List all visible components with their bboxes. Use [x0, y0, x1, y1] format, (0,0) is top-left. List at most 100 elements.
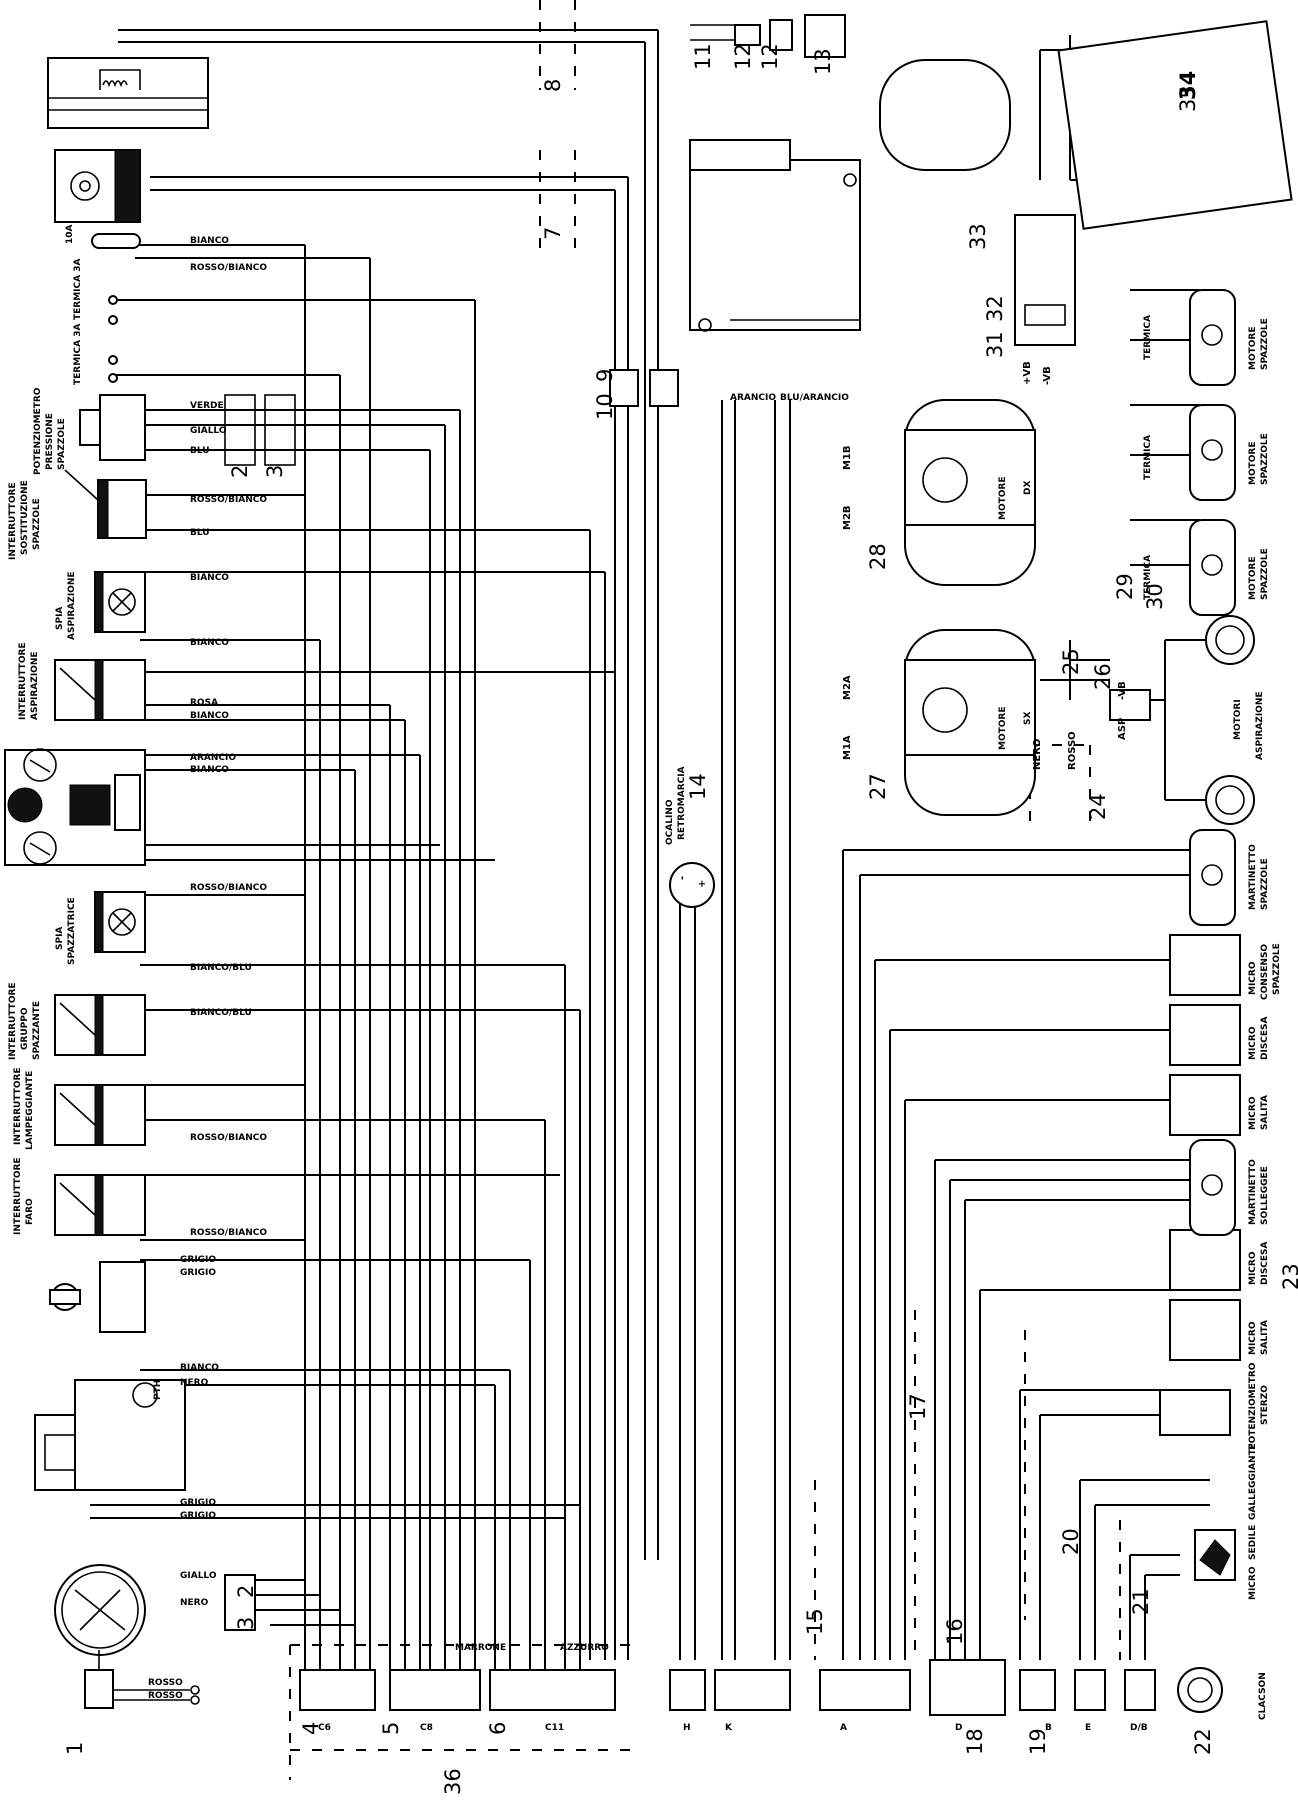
svg-text:SPAZZOLE: SPAZZOLE: [57, 418, 67, 470]
svg-text:12: 12: [731, 43, 755, 70]
svg-text:ROSSO: ROSSO: [148, 1691, 183, 1701]
svg-text:6: 6: [486, 1722, 510, 1735]
svg-text:16: 16: [943, 1618, 967, 1645]
svg-text:23: 23: [1279, 1263, 1298, 1290]
svg-text:31: 31: [983, 331, 1007, 358]
suction-indicator-lamp: SPIA ASPIRAZIONE: [55, 571, 146, 641]
svg-text:14: 14: [686, 773, 710, 800]
svg-text:ASP: ASP: [1117, 718, 1128, 740]
svg-text:A: A: [840, 1723, 847, 1733]
svg-text:ROSSO/BIANCO: ROSSO/BIANCO: [190, 1133, 267, 1143]
svg-text:H: H: [683, 1723, 691, 1733]
svg-text:MICRO: MICRO: [1248, 1251, 1258, 1285]
svg-text:BLU: BLU: [190, 446, 210, 456]
svg-text:4: 4: [299, 1722, 323, 1735]
harness-wires: [90, 29, 659, 1670]
svg-text:3: 3: [234, 1617, 258, 1630]
wire-color-labels: ROSSO ROSSO GIALLO NERO BIANCO NERO GRIG…: [148, 236, 849, 1701]
svg-text:MARTINETTO: MARTINETTO: [1248, 1159, 1258, 1225]
svg-text:24: 24: [1086, 793, 1110, 820]
svg-text:SALITA: SALITA: [1260, 1095, 1270, 1130]
svg-text:MARRONE: MARRONE: [455, 1643, 506, 1653]
svg-text:-VB: -VB: [1117, 681, 1128, 700]
svg-text:AZZURRO: AZZURRO: [560, 1643, 609, 1653]
svg-text:29: 29: [1113, 573, 1137, 600]
svg-text:GRIGIO: GRIGIO: [180, 1268, 216, 1278]
svg-text:MOTORE: MOTORE: [1248, 442, 1258, 485]
traction-motor-dx: MOTORE DX M1B M2B: [842, 399, 1036, 586]
svg-text:SX: SX: [1023, 712, 1033, 725]
dashed-boundaries: [289, 0, 1121, 1780]
svg-text:DX: DX: [1023, 481, 1033, 495]
svg-text:C11: C11: [545, 1723, 564, 1733]
svg-text:NERO: NERO: [180, 1378, 209, 1388]
headlamp-switch: INTERRUTTORE FARO: [13, 1157, 146, 1236]
svg-text:E: E: [1085, 1723, 1091, 1733]
svg-text:18: 18: [963, 1728, 987, 1755]
svg-text:TERMICA: TERMICA: [1143, 315, 1153, 360]
svg-text:PTH: PTH: [153, 1380, 163, 1400]
svg-text:30: 30: [1143, 583, 1167, 610]
svg-text:5: 5: [379, 1722, 403, 1735]
seat-microswitch: MICRO SEDILE GALLEGGIANTE: [1194, 1443, 1258, 1600]
svg-text:SPIA: SPIA: [55, 607, 65, 630]
steering-potentiometer: POTENZIOMETRO STERZO: [1159, 1362, 1270, 1450]
svg-text:32: 32: [983, 295, 1007, 322]
svg-text:MICRO: MICRO: [1248, 1321, 1258, 1355]
svg-text:GRIGIO: GRIGIO: [180, 1511, 216, 1521]
svg-text:27: 27: [866, 773, 890, 800]
svg-text:BIANCO: BIANCO: [190, 573, 229, 583]
svg-text:BIANCO: BIANCO: [190, 765, 229, 775]
svg-text:NERO: NERO: [1032, 739, 1043, 770]
svg-text:ROSSO/BIANCO: ROSSO/BIANCO: [190, 495, 267, 505]
svg-text:MOTORE: MOTORE: [998, 477, 1008, 520]
svg-text:INTERRUTTORE: INTERRUTTORE: [8, 982, 18, 1060]
svg-text:D: D: [955, 1723, 962, 1733]
svg-text:-: -: [677, 876, 688, 880]
svg-text:MOTORE: MOTORE: [1248, 557, 1258, 600]
svg-text:MOTORE: MOTORE: [998, 707, 1008, 750]
svg-text:-VB: -VB: [1042, 366, 1053, 385]
svg-text:BIANCO/BLU: BIANCO/BLU: [190, 963, 252, 973]
svg-text:MOTORE: MOTORE: [1248, 327, 1258, 370]
svg-text:ARANCIO: ARANCIO: [190, 753, 236, 763]
svg-text:28: 28: [866, 543, 890, 570]
svg-text:1: 1: [63, 1742, 87, 1755]
svg-text:BIANCO: BIANCO: [180, 1363, 219, 1373]
svg-text:SPAZZOLE: SPAZZOLE: [1260, 858, 1270, 910]
battery-connector: [84, 1650, 200, 1709]
traction-motor-sx: MOTORE SX M2A M1A: [842, 629, 1036, 816]
svg-text:2: 2: [234, 1585, 258, 1598]
svg-text:CONSENSO: CONSENSO: [1260, 944, 1270, 1000]
squeegee-actuator: MARTINETTO SOLLEGGEE: [1189, 1139, 1270, 1236]
svg-text:TERMICA: TERMICA: [1143, 435, 1153, 480]
svg-text:7: 7: [541, 227, 565, 240]
battery: 34: [1057, 20, 1293, 230]
joystick: [4, 748, 146, 866]
svg-text:MOTORI: MOTORI: [1233, 699, 1243, 740]
hour-meter: [54, 1564, 256, 1656]
brush-motors: MOTORE SPAZZOLE MOTORE SPAZZOLE MOTORE S…: [1143, 289, 1270, 616]
svg-text:SOLLEGGEE: SOLLEGGEE: [1260, 1166, 1270, 1225]
svg-text:STERZO: STERZO: [1260, 1385, 1270, 1425]
svg-text:PRESSIONE: PRESSIONE: [45, 413, 55, 470]
svg-text:BLU: BLU: [190, 528, 210, 538]
svg-text:ASPIRAZIONE: ASPIRAZIONE: [30, 652, 40, 721]
svg-text:M1A: M1A: [842, 735, 853, 760]
fuse-10a: 10A: [65, 224, 141, 249]
svg-text:SOSTITUZIONE: SOSTITUZIONE: [20, 480, 30, 555]
svg-text:SEDILE: SEDILE: [1248, 1525, 1258, 1560]
svg-text:ASPIRAZIONE: ASPIRAZIONE: [67, 572, 77, 641]
center-wires: [679, 400, 791, 1660]
callout-numbers: 1 2 3 2 3 4 5 6 7 8 9 10 11 12 12 13 14 …: [63, 43, 1298, 1795]
svg-text:GRIGIO: GRIGIO: [180, 1498, 216, 1508]
svg-text:INTERRUTTORE: INTERRUTTORE: [18, 642, 28, 720]
pressure-switch: [690, 14, 846, 58]
svg-text:GRUPPO: GRUPPO: [20, 1007, 30, 1050]
connector-blocks: C6 C8 C11 H K A D B E D/B: [299, 1659, 1223, 1733]
svg-text:C6: C6: [318, 1723, 331, 1733]
svg-text:GIALLO: GIALLO: [190, 426, 227, 436]
svg-text:ROSSO/BIANCO: ROSSO/BIANCO: [190, 263, 267, 273]
svg-text:19: 19: [1026, 1728, 1050, 1755]
